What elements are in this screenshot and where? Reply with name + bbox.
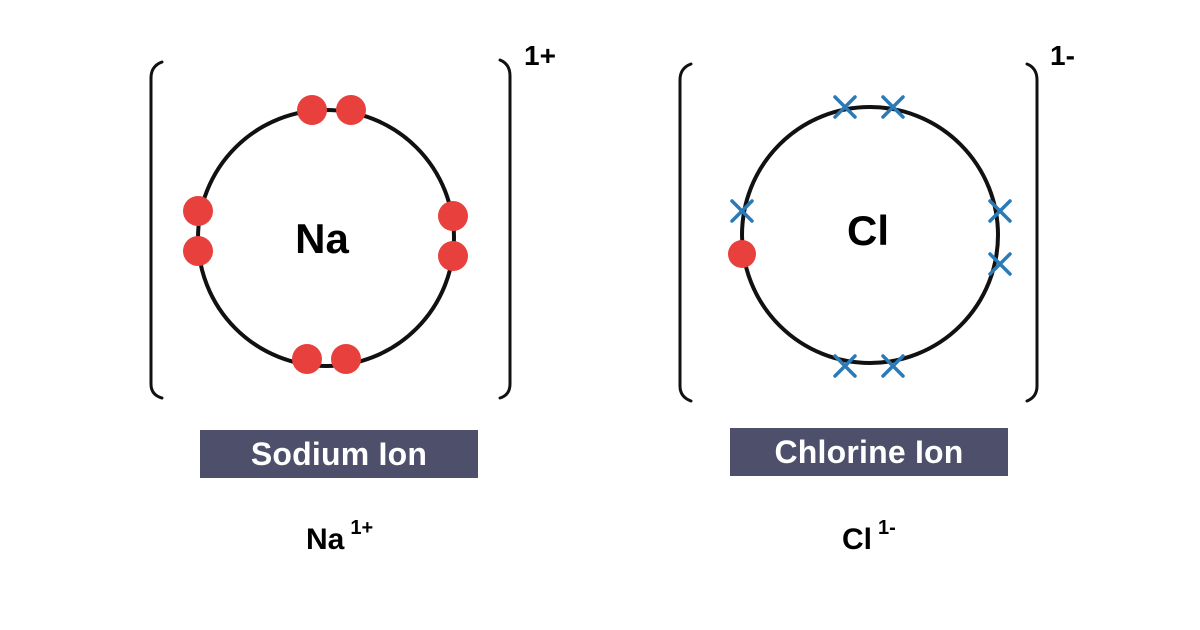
electron-cross <box>988 252 1012 276</box>
chlorine-right-bracket <box>1025 62 1039 403</box>
chlorine-electrons <box>730 95 1012 378</box>
electron-dot <box>728 240 756 268</box>
chlorine-formula: Cl 1- <box>842 518 896 556</box>
sodium-charge: 1+ <box>524 40 556 71</box>
electron-cross <box>730 199 754 223</box>
electron-cross <box>833 354 857 378</box>
sodium-ion: Na 1+ <box>149 40 556 400</box>
chlorine-formula-symbol: Cl <box>842 523 872 556</box>
chlorine-ion-label-text: Chlorine Ion <box>774 433 964 470</box>
chlorine-symbol: Cl <box>847 207 889 254</box>
electron-cross <box>881 95 905 119</box>
sodium-right-bracket <box>498 58 512 400</box>
electron-cross <box>833 95 857 119</box>
electron-dot <box>438 241 468 271</box>
chlorine-ion: Cl 1- <box>678 40 1075 403</box>
chlorine-charge: 1- <box>1050 40 1075 71</box>
electron-dot <box>183 236 213 266</box>
sodium-ion-label: Sodium Ion <box>200 430 478 478</box>
electron-dot <box>438 201 468 231</box>
chlorine-formula-charge: 1- <box>878 517 896 539</box>
electron-cross <box>988 199 1012 223</box>
chlorine-electron-shell <box>740 105 1000 365</box>
sodium-electrons <box>183 95 468 374</box>
electron-dot <box>336 95 366 125</box>
sodium-formula-charge: 1+ <box>350 517 374 539</box>
electron-dot <box>183 196 213 226</box>
electron-cross <box>881 354 905 378</box>
chlorine-ion-label: Chlorine Ion <box>730 428 1008 476</box>
electron-dot <box>331 344 361 374</box>
sodium-left-bracket <box>149 60 164 400</box>
electron-dot <box>297 95 327 125</box>
sodium-formula-symbol: Na <box>306 523 345 556</box>
electron-dot <box>292 344 322 374</box>
sodium-ion-label-text: Sodium Ion <box>250 435 428 472</box>
sodium-symbol: Na <box>295 215 349 262</box>
chlorine-left-bracket <box>678 62 693 403</box>
